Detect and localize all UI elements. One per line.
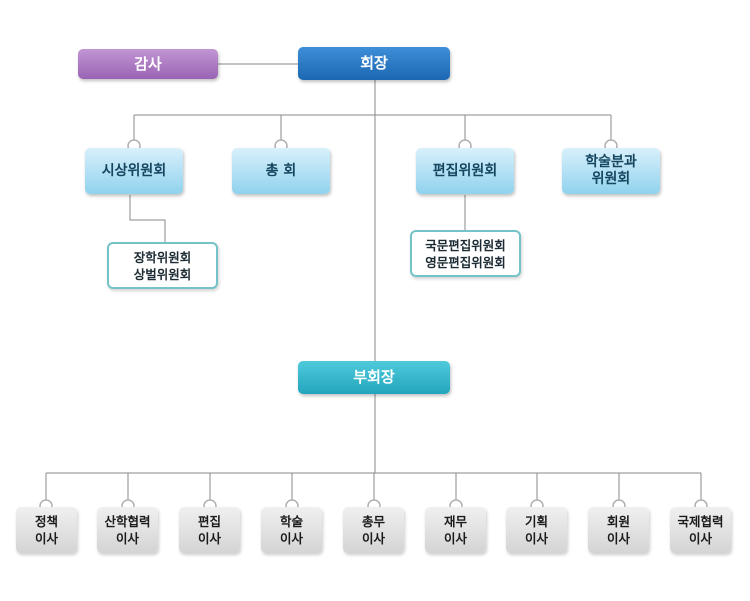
committee-general-assembly: 총 회 [232, 148, 330, 194]
director-academic: 학술 이사 [261, 507, 322, 553]
auditor-node: 감사 [78, 49, 218, 79]
vice-chairman-node: 부회장 [298, 361, 450, 394]
sub-editorial: 국문편집위원회 영문편집위원회 [410, 230, 521, 277]
chairman-node: 회장 [298, 47, 450, 80]
director-editorial: 편집 이사 [179, 507, 240, 553]
committee-awards: 시상위원회 [85, 148, 183, 194]
director-general-affairs: 총무 이사 [343, 507, 404, 553]
committee-editorial: 편집위원회 [416, 148, 514, 194]
director-industry: 산학협력 이사 [97, 507, 158, 553]
director-planning: 기획 이사 [506, 507, 567, 553]
director-finance: 재무 이사 [425, 507, 486, 553]
director-international: 국제협력 이사 [670, 507, 731, 553]
director-membership: 회원 이사 [588, 507, 649, 553]
director-policy: 정책 이사 [16, 507, 77, 553]
connector-awards-sub [129, 195, 166, 242]
sub-awards: 장학위원회 상벌위원회 [107, 242, 218, 289]
committee-academic: 학술분과 위원회 [562, 148, 660, 194]
